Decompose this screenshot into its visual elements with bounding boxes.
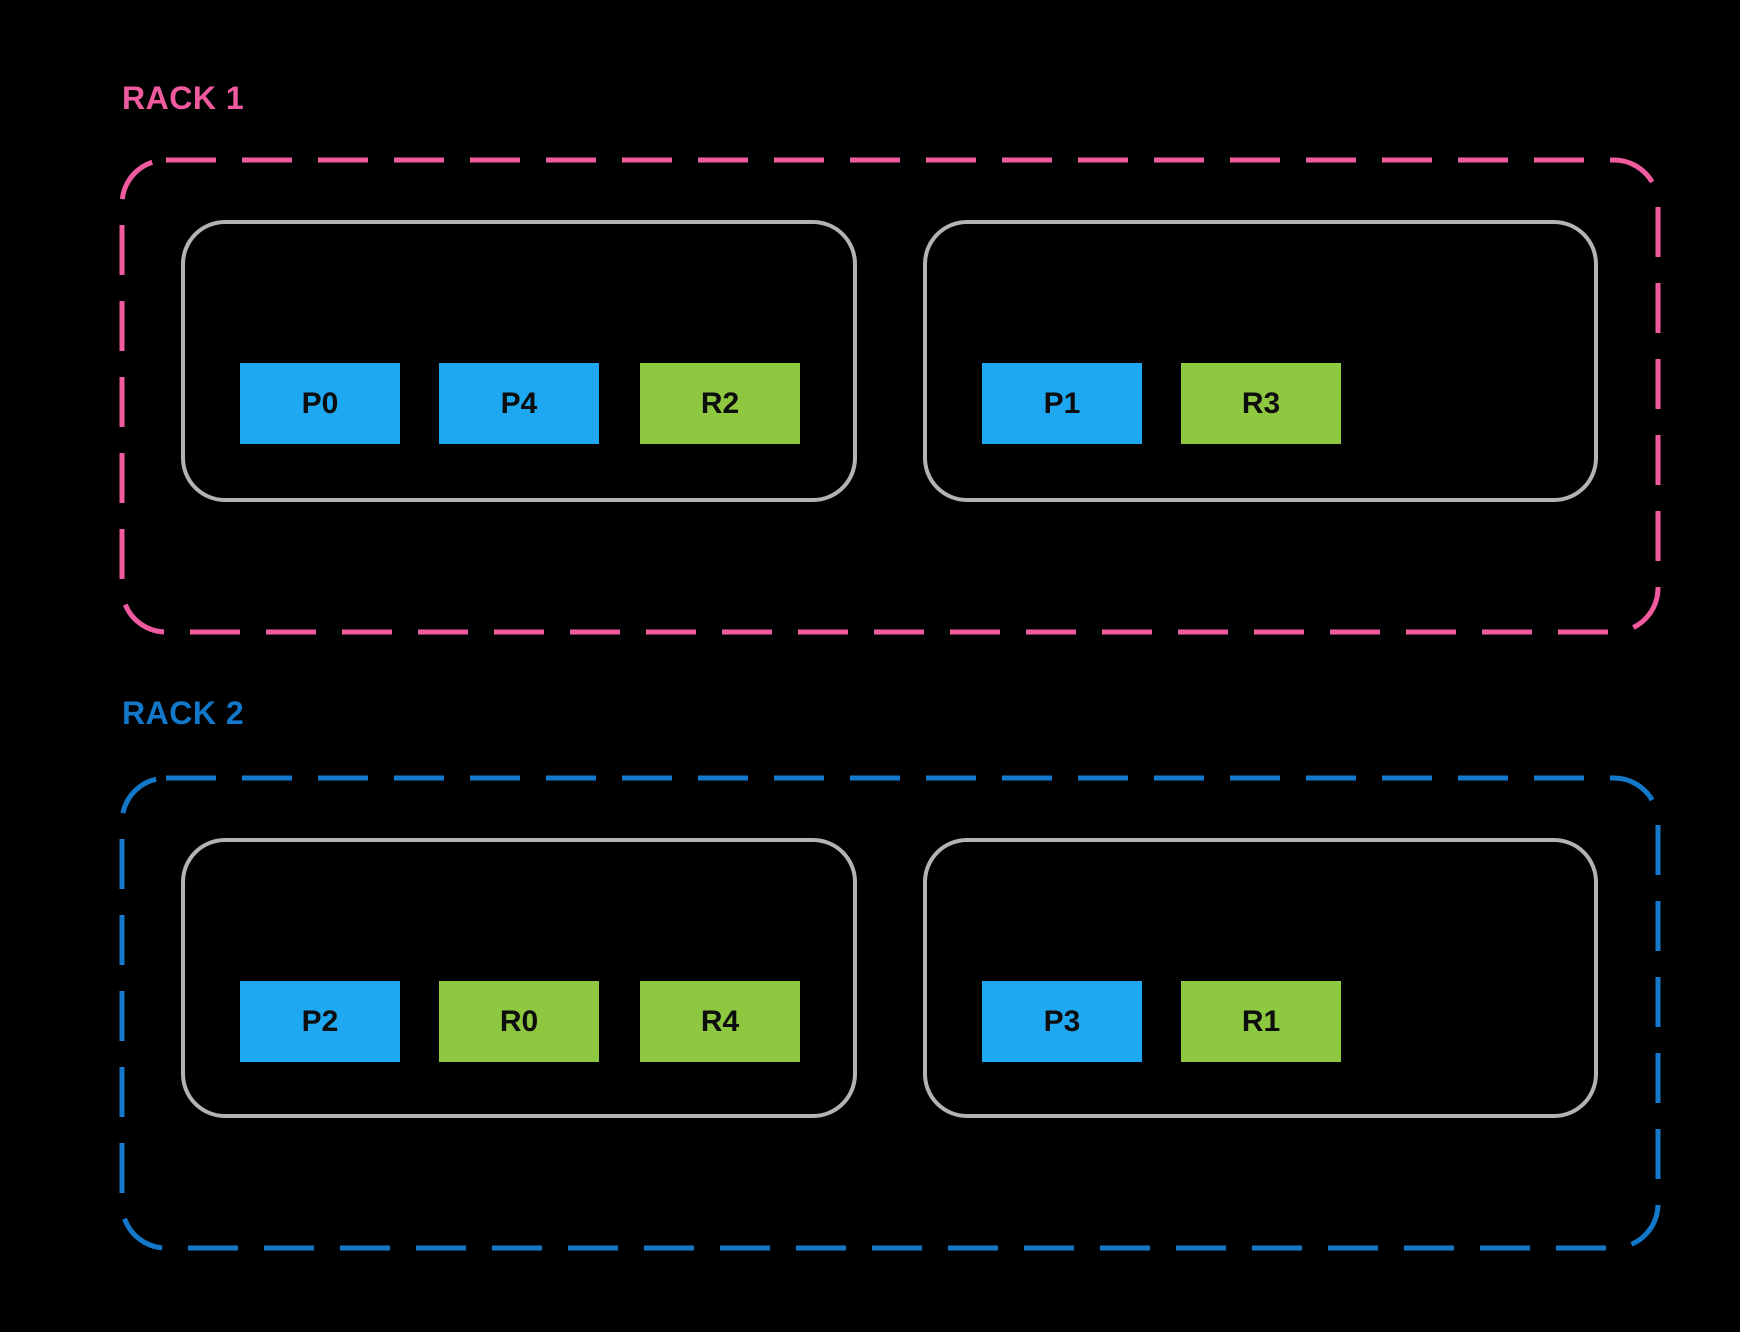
replica-block-r2: R2: [640, 363, 800, 444]
rack-1-label: RACK 1: [122, 80, 245, 116]
rack-1-dashed-outline: [119, 157, 1661, 635]
partition-block-p3: P3: [982, 981, 1142, 1062]
rack-1-node-2: P1 R3: [923, 220, 1598, 502]
replica-block-r0: R0: [439, 981, 599, 1062]
rack-2-dashed-outline: [119, 775, 1661, 1251]
partition-block-p0: P0: [240, 363, 400, 444]
partition-block-p1: P1: [982, 363, 1142, 444]
rack-2-node-1: P2 R0 R4: [181, 838, 857, 1118]
replica-block-r1: R1: [1181, 981, 1341, 1062]
partition-block-p2: P2: [240, 981, 400, 1062]
replica-block-r4: R4: [640, 981, 800, 1062]
rack-2-label: RACK 2: [122, 695, 245, 731]
partition-block-p4: P4: [439, 363, 599, 444]
rack-1-node-1: P0 P4 R2: [181, 220, 857, 502]
replica-block-r3: R3: [1181, 363, 1341, 444]
rack-2-node-2: P3 R1: [923, 838, 1598, 1118]
